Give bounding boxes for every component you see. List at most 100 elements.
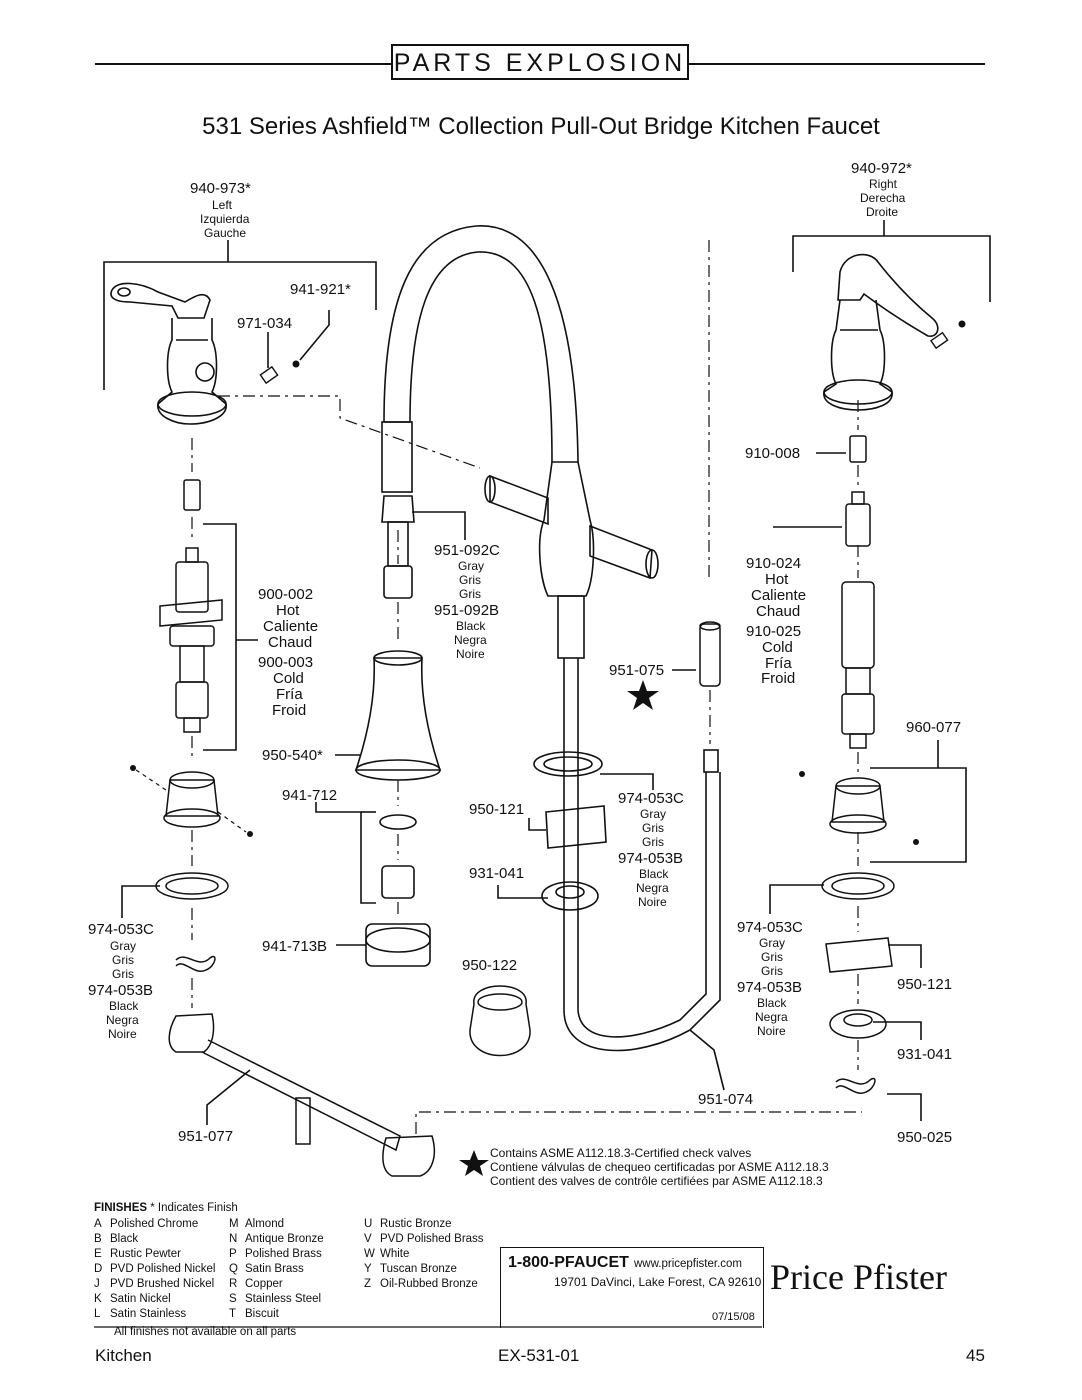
finishes-title-note: * Indicates Finish bbox=[150, 1202, 238, 1214]
desc-900-002-0: Hot bbox=[276, 602, 300, 619]
desc-910-025-0: Cold bbox=[762, 639, 793, 656]
crossover-tube bbox=[168, 1013, 436, 1177]
revision-date: 07/15/08 bbox=[712, 1311, 755, 1323]
desc-951-092b-1: Negra bbox=[454, 633, 487, 647]
label-950-122: 950-122 bbox=[462, 957, 518, 974]
check-valve-star-icon bbox=[459, 680, 659, 1176]
phone-number: 1-800-PFAUCET bbox=[508, 1254, 629, 1271]
brand-logo: Price Pfister bbox=[770, 1257, 947, 1297]
label-931-041-right: 931-041 bbox=[897, 1046, 953, 1063]
label-940-972: 940-972* bbox=[851, 160, 912, 177]
label-910-008: 910-008 bbox=[745, 445, 801, 462]
desc-974-053b-right-1: Negra bbox=[755, 1010, 788, 1024]
footer-section: Kitchen bbox=[95, 1346, 152, 1365]
sprayhead bbox=[354, 650, 442, 967]
bracket-940-972 bbox=[792, 235, 991, 302]
header-rule-right bbox=[689, 63, 985, 65]
desc-974-053b-center-2: Noire bbox=[638, 895, 667, 909]
label-974-053c-right: 974-053C bbox=[737, 919, 803, 936]
label-900-003: 900-003 bbox=[258, 654, 314, 671]
desc-974-053c-left-2: Gris bbox=[112, 967, 134, 981]
label-931-041-center: 931-041 bbox=[469, 865, 525, 882]
desc-940-972-2: Droite bbox=[866, 205, 899, 219]
desc-951-092b-2: Noire bbox=[456, 647, 485, 661]
desc-974-053c-center-2: Gris bbox=[642, 835, 664, 849]
desc-940-973-2: Gauche bbox=[204, 226, 247, 240]
desc-940-972-0: Right bbox=[869, 177, 898, 191]
check-valve-note-es: Contiene válvulas de chequeo certificada… bbox=[490, 1160, 829, 1174]
label-951-077: 951-077 bbox=[178, 1128, 234, 1145]
right-cartridge bbox=[821, 435, 895, 1094]
desc-974-053c-center-1: Gris bbox=[642, 821, 664, 835]
desc-910-025-1: Fría bbox=[765, 655, 792, 672]
desc-974-053c-left-0: Gray bbox=[110, 939, 137, 953]
label-974-053b-right: 974-053B bbox=[737, 979, 803, 996]
desc-974-053b-right-0: Black bbox=[757, 996, 787, 1010]
desc-974-053c-left-1: Gris bbox=[112, 953, 134, 967]
label-941-712: 941-712 bbox=[282, 787, 338, 804]
desc-951-092c-0: Gray bbox=[458, 559, 485, 573]
desc-974-053b-left-1: Negra bbox=[106, 1013, 139, 1027]
finishes-footnote: All finishes not available on all parts bbox=[114, 1326, 297, 1338]
bracket-940-973 bbox=[103, 261, 377, 390]
desc-900-003-1: Fría bbox=[276, 686, 303, 703]
contact-box bbox=[500, 1247, 764, 1328]
desc-910-024-2: Chaud bbox=[756, 603, 801, 620]
label-951-074: 951-074 bbox=[698, 1091, 754, 1108]
label-950-121-right: 950-121 bbox=[897, 976, 953, 993]
desc-951-092b-0: Black bbox=[456, 619, 486, 633]
label-941-713b: 941-713B bbox=[262, 938, 328, 955]
footer-doc-id: EX-531-01 bbox=[498, 1346, 580, 1365]
desc-974-053b-center-0: Black bbox=[639, 867, 669, 881]
label-940-973: 940-973* bbox=[190, 180, 251, 197]
label-974-053b-left: 974-053B bbox=[88, 982, 154, 999]
desc-951-092c-1: Gris bbox=[459, 573, 481, 587]
label-951-092b: 951-092B bbox=[434, 602, 500, 619]
footer-page-number: 45 bbox=[966, 1346, 985, 1365]
desc-974-053c-right-0: Gray bbox=[759, 936, 786, 950]
desc-974-053c-right-2: Gris bbox=[761, 964, 783, 978]
bracket-900 bbox=[203, 523, 237, 751]
label-941-921: 941-921* bbox=[290, 281, 351, 298]
label-960-077: 960-077 bbox=[906, 719, 962, 736]
desc-974-053b-left-0: Black bbox=[109, 999, 139, 1013]
desc-910-025-2: Froid bbox=[761, 670, 796, 687]
label-910-025: 910-025 bbox=[746, 623, 802, 640]
label-951-075: 951-075 bbox=[609, 662, 665, 679]
finishes-title: FINISHES bbox=[94, 1202, 148, 1214]
desc-940-973-0: Left bbox=[212, 198, 233, 212]
check-valve-note-en: Contains ASME A112.18.3-Certified check … bbox=[490, 1146, 752, 1160]
right-handle bbox=[823, 253, 939, 411]
page-banner: PARTS EXPLOSION bbox=[391, 44, 689, 80]
desc-940-973-1: Izquierda bbox=[200, 212, 250, 226]
label-950-540: 950-540* bbox=[262, 747, 323, 764]
website-link[interactable]: www.pricepfister.com bbox=[634, 1258, 743, 1270]
label-974-053b-center: 974-053B bbox=[618, 850, 684, 867]
label-950-025: 950-025 bbox=[897, 1129, 953, 1146]
desc-974-053b-left-2: Noire bbox=[108, 1027, 137, 1041]
desc-910-024-1: Caliente bbox=[751, 587, 807, 604]
label-900-002: 900-002 bbox=[258, 586, 314, 603]
desc-974-053b-center-1: Negra bbox=[636, 881, 669, 895]
address: 19701 DaVinci, Lake Forest, CA 92610 bbox=[554, 1275, 762, 1289]
desc-910-024-0: Hot bbox=[765, 571, 789, 588]
desc-951-092c-2: Gris bbox=[459, 587, 481, 601]
desc-940-972-1: Derecha bbox=[860, 191, 906, 205]
